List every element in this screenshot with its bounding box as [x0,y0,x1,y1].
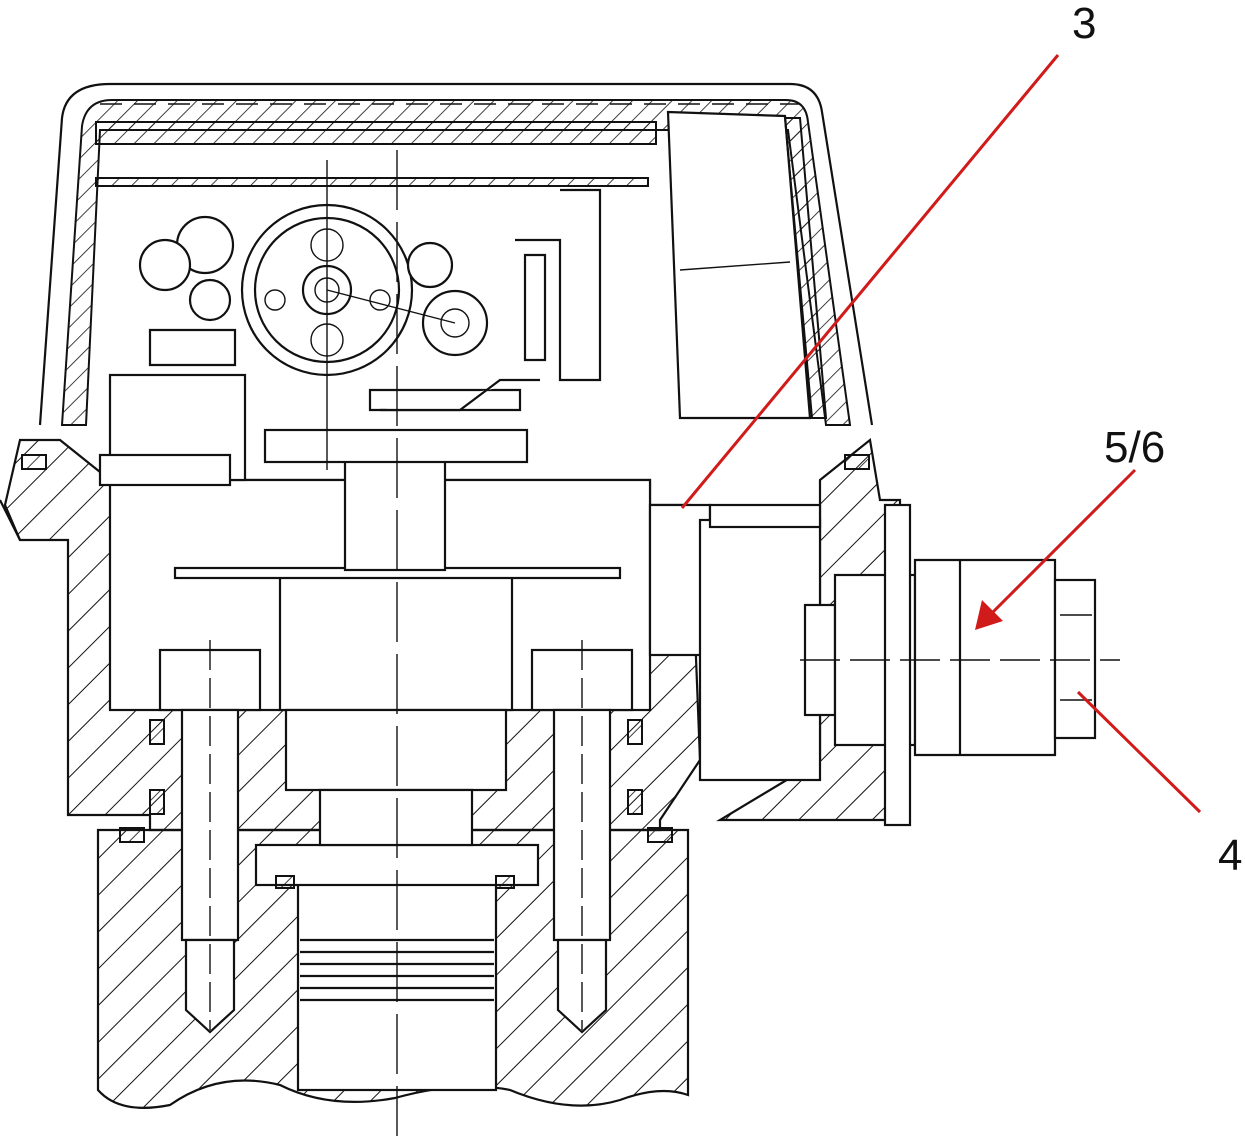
callout-4: 4 [1076,690,1242,880]
callout-5-6: 5/6 [975,423,1165,630]
internal-frame [98,188,602,487]
leader-line-4 [1076,690,1202,814]
leader-line-3 [680,54,1060,509]
seals [21,454,870,889]
arrowhead-5-6 [975,600,1003,630]
callout-label-5-6: 5/6 [1104,423,1165,472]
left-bolt [158,640,262,1034]
switch-housing [648,110,828,782]
sensing-element [173,428,622,847]
right-bolt [530,640,634,1034]
cover [38,82,874,426]
callout-label-4: 4 [1218,831,1242,880]
cable-gland [800,503,1120,827]
callout-label-3: 3 [1072,0,1096,48]
leader-line-5-6 [985,468,1137,620]
callout-3: 3 [680,0,1096,509]
gear-mechanism [138,160,489,470]
